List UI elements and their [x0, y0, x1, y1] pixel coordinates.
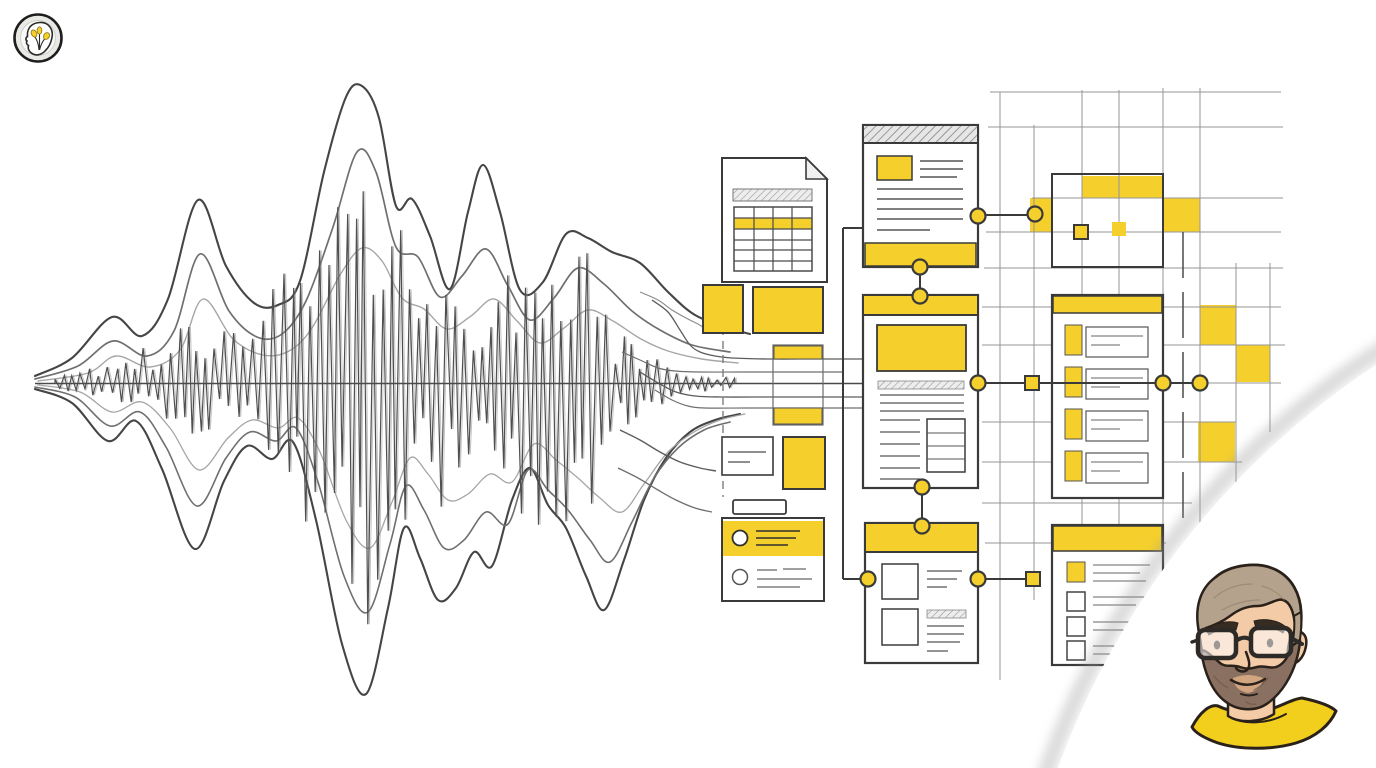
checkbox	[1066, 640, 1086, 661]
checkbox	[1066, 591, 1086, 612]
grid-yellow-cell	[1198, 422, 1235, 462]
list-item	[1064, 408, 1149, 442]
right-grid-column	[1050, 173, 1165, 667]
waveform-envelopes	[33, 83, 752, 696]
wave-envelope	[34, 386, 731, 614]
logo-badge	[13, 13, 63, 63]
connector-circle-node	[969, 570, 987, 588]
grid-frame-box	[1051, 173, 1164, 268]
spreadsheet-grid	[733, 206, 813, 272]
list-card-with-avatar-rows	[721, 517, 825, 602]
article-card-top	[861, 123, 980, 269]
hatched-header	[862, 124, 979, 144]
row-avatar-circle	[731, 568, 749, 586]
wave-envelope	[37, 384, 746, 549]
wave-envelope	[34, 148, 731, 380]
connector-circle-node	[1154, 374, 1172, 392]
yellow-tile-tall	[782, 436, 826, 490]
grid-yellow-cell	[1163, 198, 1200, 232]
list-item	[1064, 324, 1149, 358]
connector-square-node	[1073, 224, 1089, 240]
waveform-spikes	[54, 191, 738, 625]
header-bar	[1052, 295, 1163, 314]
connector-nodes	[859, 205, 1209, 588]
wave-tail-line	[639, 291, 705, 329]
grid-yellow-cell	[1200, 305, 1236, 345]
white-corner-circle	[1058, 365, 1376, 768]
connector-square-node	[1024, 375, 1040, 391]
spreadsheet-document	[721, 156, 829, 283]
wave-tail-line	[654, 389, 865, 409]
selected-checkbox	[1066, 561, 1086, 583]
avatar-corner	[1039, 343, 1376, 768]
connector-circle-node	[1026, 205, 1044, 223]
article-card-middle	[861, 293, 980, 490]
row-text-lines	[756, 530, 800, 546]
checkbox	[1066, 616, 1086, 637]
yellow-tile-small	[702, 284, 744, 334]
yellow-tile-wide	[752, 286, 824, 334]
beard-texture	[1213, 675, 1269, 705]
left-wireframe-column	[702, 156, 829, 602]
wave-tail-line	[619, 429, 717, 472]
beard	[1199, 638, 1302, 711]
connector-circle-node	[913, 478, 931, 496]
wave-tail-line	[621, 351, 843, 373]
wave-spikes-echo	[56, 191, 738, 625]
connector-circle-node	[969, 374, 987, 392]
connector-square-node	[1025, 571, 1041, 587]
text-lines	[927, 570, 962, 588]
glasses-icon	[1190, 625, 1304, 661]
grid-yellow-cell	[1236, 345, 1270, 382]
middle-card-column	[861, 123, 980, 665]
pill-outline	[732, 499, 787, 515]
image-placeholder	[876, 324, 967, 372]
hatched-strip	[877, 380, 965, 390]
connector-lines	[842, 214, 1207, 580]
connector-circle-node	[913, 517, 931, 535]
text-lines	[880, 394, 964, 480]
connector-circle-node	[1191, 374, 1209, 392]
wave-envelope	[33, 387, 742, 696]
wave-tail-line	[617, 467, 713, 513]
text-box	[721, 436, 774, 476]
article-card-bottom	[863, 521, 980, 665]
striped-list-card	[772, 344, 824, 426]
grid-yellow-cell	[1082, 176, 1162, 198]
sprout-leaves-icon	[30, 26, 50, 40]
header-bar	[864, 522, 979, 553]
side-table	[926, 418, 966, 473]
wave-tail-line	[639, 371, 865, 398]
header-bar	[1052, 525, 1163, 552]
text-lines	[877, 160, 963, 231]
wave-spikes	[54, 191, 736, 625]
hatched-strip	[926, 609, 967, 619]
smile-line	[1229, 677, 1267, 686]
row-avatar-circle	[731, 529, 749, 547]
connector-square-node	[1112, 222, 1126, 236]
connector-circle-node	[859, 570, 877, 588]
thumbnail-placeholder	[881, 563, 919, 600]
thumbnail-placeholder	[881, 608, 919, 646]
image-placeholder	[876, 155, 913, 181]
bearded-man-avatar	[1190, 563, 1338, 750]
nose	[1234, 650, 1251, 673]
hair-texture	[1213, 583, 1285, 611]
connector-circle-node	[911, 258, 929, 276]
right-list-card	[1050, 293, 1165, 500]
text-lines	[927, 625, 964, 652]
connector-circle-node	[969, 207, 987, 225]
row-text-lines	[757, 568, 812, 588]
lower-lip-line	[1240, 693, 1258, 697]
wave-envelope	[33, 83, 752, 378]
list-item	[1064, 450, 1149, 484]
connector-circle-node	[911, 287, 929, 305]
folded-corner	[805, 156, 829, 180]
document-title-hatch	[732, 188, 813, 202]
